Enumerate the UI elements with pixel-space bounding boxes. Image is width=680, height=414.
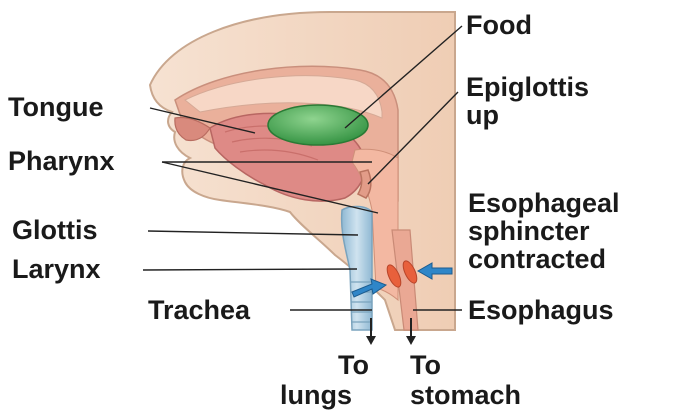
label-esophagus: Esophagus [468,295,614,325]
label-epiglottis-2: up [466,100,499,130]
label-trachea: Trachea [148,295,251,325]
label-to-stomach-2: stomach [410,380,521,410]
label-to-lungs-2: lungs [280,380,352,410]
label-to-lungs-1: To [338,350,369,380]
food-bolus [268,105,368,145]
label-glottis: Glottis [12,215,98,245]
label-epiglottis-1: Epiglottis [466,72,589,102]
label-sphincter-1: Esophageal [468,188,620,218]
label-to-stomach-1: To [410,350,441,380]
label-pharynx: Pharynx [8,146,115,176]
leader-larynx [143,269,357,270]
label-tongue: Tongue [8,92,103,122]
label-sphincter-2: sphincter [468,216,590,246]
label-larynx: Larynx [12,254,101,284]
label-sphincter-3: contracted [468,244,606,274]
label-food: Food [466,10,532,40]
